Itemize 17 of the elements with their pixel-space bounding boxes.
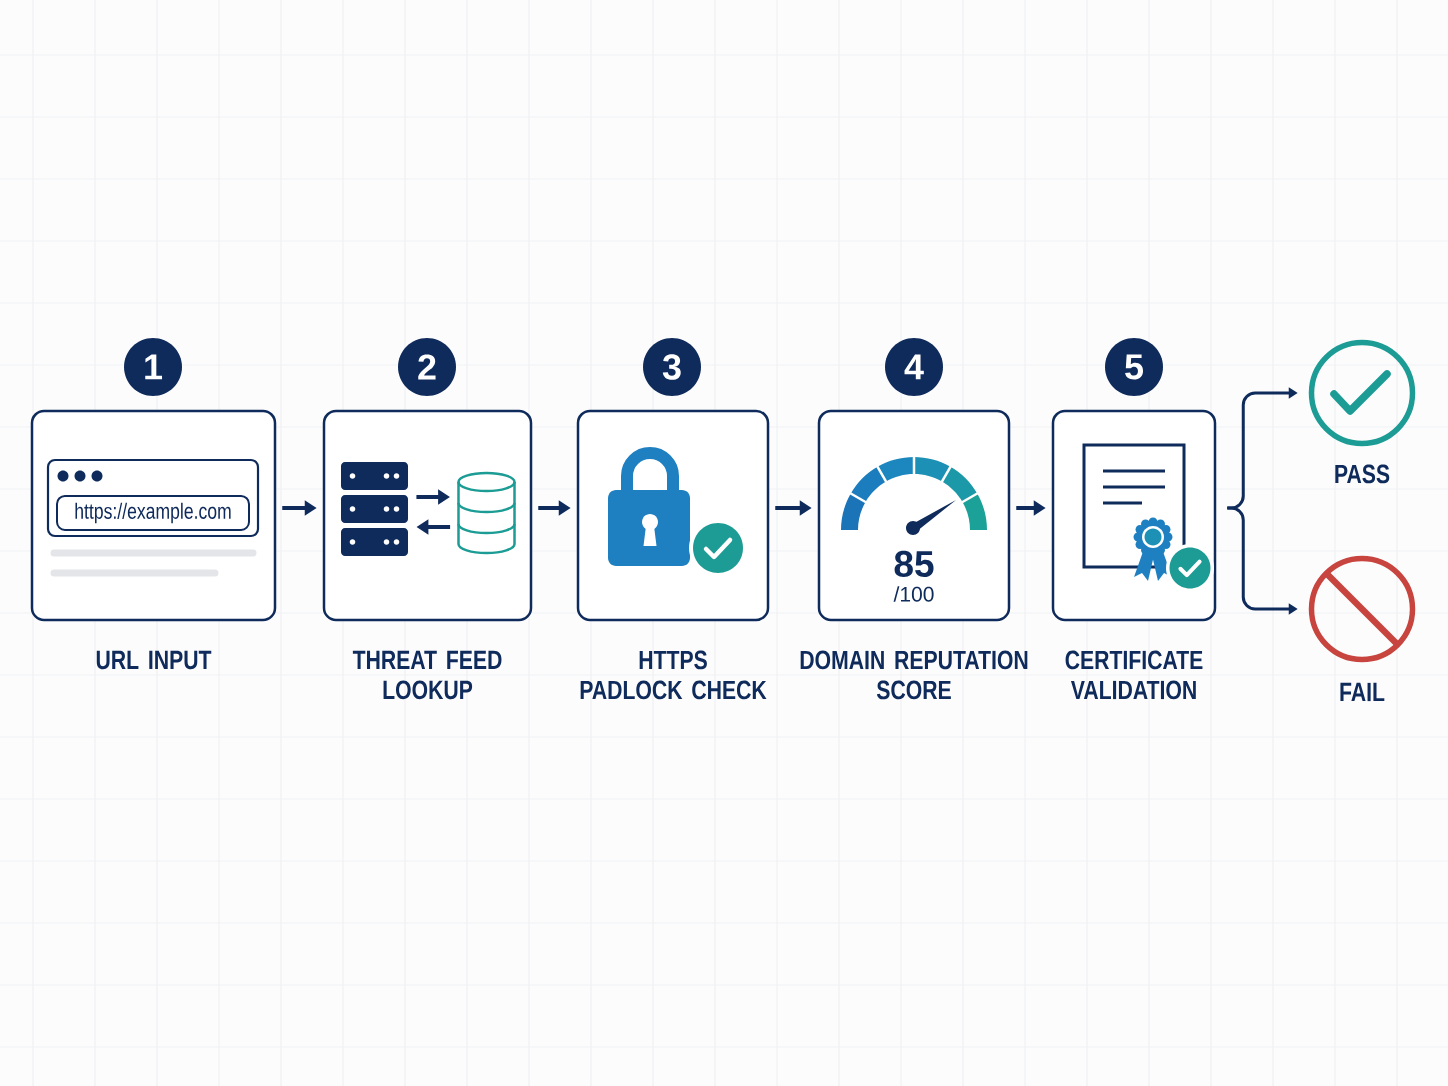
number-badge: 3 bbox=[643, 338, 701, 396]
result-label: PASS bbox=[1335, 464, 1390, 484]
step-label: THREAT FEED LOOKUP bbox=[352, 650, 502, 700]
step-label: URL INPUT bbox=[96, 650, 212, 670]
score-value: 85 bbox=[894, 550, 934, 578]
database-icon bbox=[457, 471, 516, 555]
result-label: FAIL bbox=[1340, 682, 1385, 702]
server-stack-icon bbox=[341, 462, 408, 556]
number-badge: 2 bbox=[398, 338, 456, 396]
number-badge: 1 bbox=[124, 338, 182, 396]
number-badge: 5 bbox=[1105, 338, 1163, 396]
score-scale: /100 bbox=[893, 586, 934, 602]
step-label: CERTIFICATE VALIDATION bbox=[1065, 650, 1203, 700]
step-label: DOMAIN REPUTATION SCORE bbox=[800, 650, 1028, 700]
number-badge: 4 bbox=[885, 338, 943, 396]
address-field: https://example.com bbox=[56, 495, 250, 531]
step-label: HTTPS PADLOCK CHECK bbox=[580, 650, 767, 700]
